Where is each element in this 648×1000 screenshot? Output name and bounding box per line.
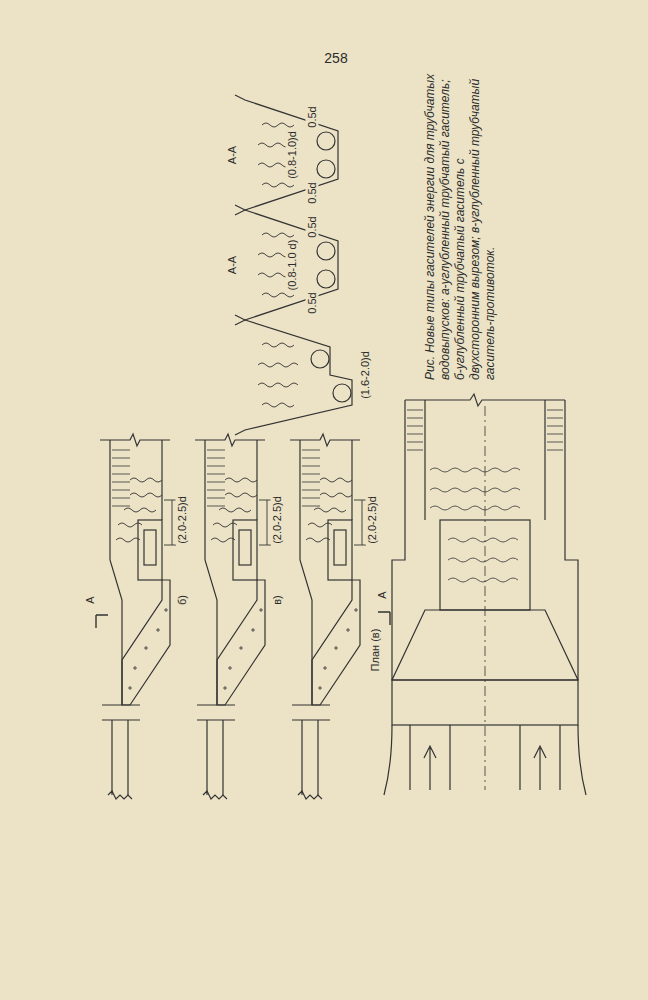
variant-label: б) — [176, 594, 189, 606]
section-label: А-А — [226, 255, 239, 275]
dimension-label: (2.0-2.5)d — [176, 495, 189, 545]
dimension-label: (0.8-1.0)d — [286, 130, 299, 180]
cross-sections — [235, 95, 352, 435]
section-marks — [96, 612, 390, 628]
longitudinal-profiles — [100, 434, 366, 799]
page-number: 258 — [323, 52, 348, 65]
dimension-label: (1.6-2.0)d — [359, 350, 372, 400]
plan-view — [384, 394, 586, 795]
cut-mark-label: А — [84, 595, 97, 604]
cut-mark-label: А — [376, 590, 389, 599]
view-label: План (в) — [369, 628, 382, 673]
dimension-label: 0.5d — [306, 215, 319, 238]
dimension-label: (0.8-1.0 d) — [286, 239, 299, 292]
dimension-label: 0.5d — [306, 291, 319, 314]
dimension-label: 0.5d — [306, 105, 319, 128]
variant-label: в) — [271, 594, 284, 606]
dimension-label: (2.0-2.5)d — [366, 495, 379, 545]
dimension-label: (2.0-2.5)d — [271, 495, 284, 545]
figure-caption: Рис. Новые типы гасителей энергии для тр… — [423, 70, 498, 380]
dimension-label: 0.5d — [306, 181, 319, 204]
section-label: А-А — [226, 145, 239, 165]
